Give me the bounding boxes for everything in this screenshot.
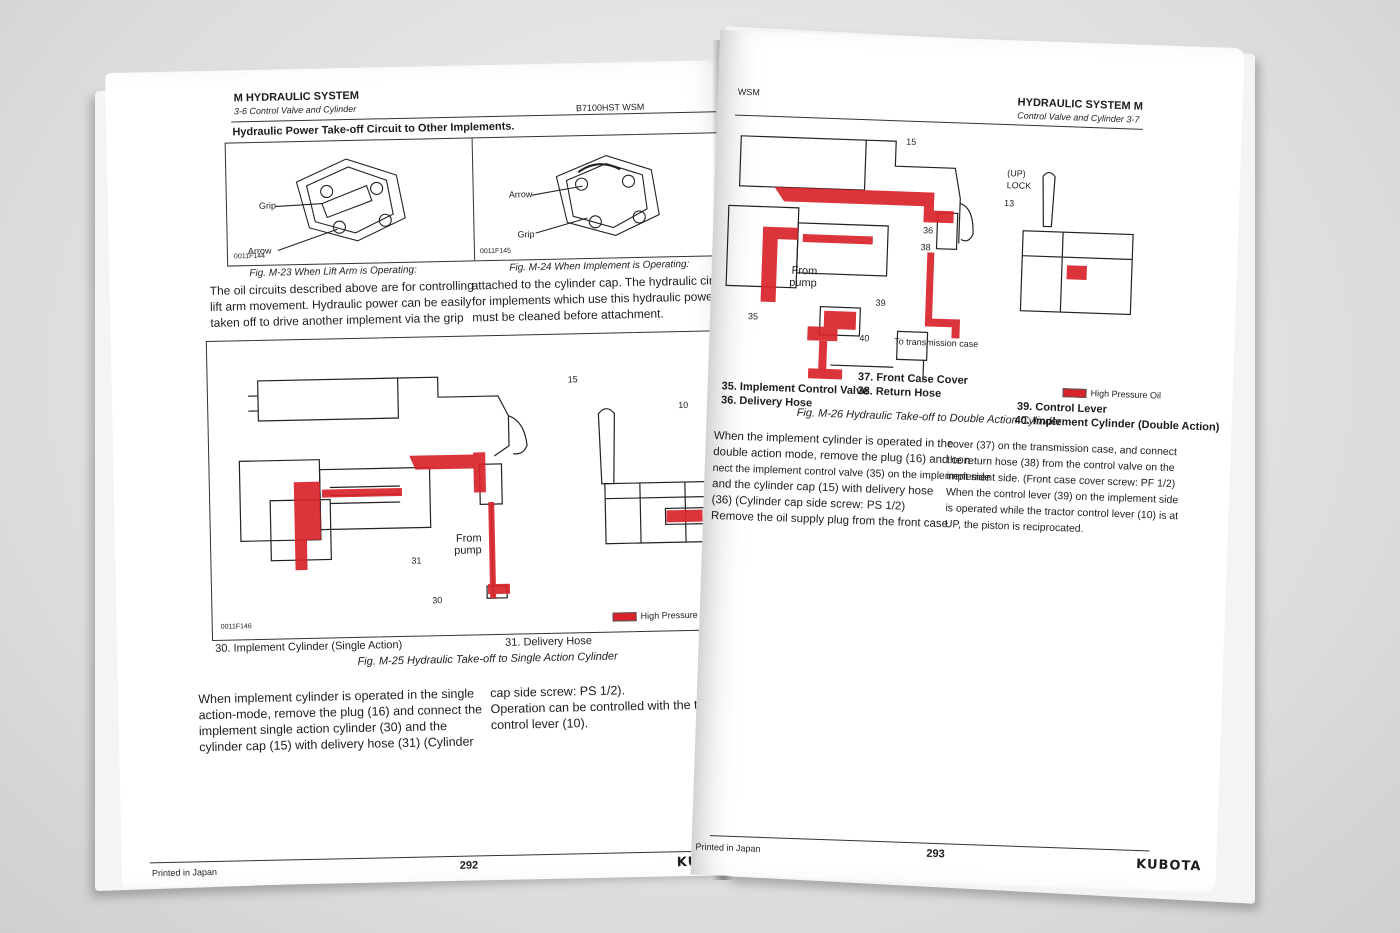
grip-diagram	[274, 155, 660, 252]
section-title: Hydraulic Power Take-off Circuit to Othe…	[232, 120, 515, 139]
m25-caption: Fig. M-25 Hydraulic Take-off to Single A…	[357, 650, 618, 668]
m23-label-grip: Grip	[258, 200, 277, 211]
m24-code: 0011F145	[479, 247, 512, 256]
m26-callout-15: 15	[906, 136, 917, 147]
m26-callout-36: 36	[922, 225, 934, 236]
m26-callout-35: 35	[747, 311, 759, 322]
m25-legend: High Pressure Oil	[612, 610, 712, 622]
para1-col2: attached to the cylinder cap. The hydrau…	[471, 272, 732, 325]
fig-m23-m24-box: Grip Arrow 0011F144 Arrow Grip 0011F145	[224, 132, 722, 267]
high-pressure-oil-swatch-2	[1062, 388, 1087, 399]
m25-callout-31: 31	[411, 555, 422, 566]
right-page: WSM HYDRAULIC SYSTEM M Control Valve and…	[690, 30, 1245, 893]
m26-callout-13: 13	[1003, 198, 1015, 209]
double-action-diagram	[725, 135, 1134, 381]
right-kubota-logo: KUBOTA	[1135, 857, 1202, 875]
m26-legend: High Pressure Oil	[1062, 387, 1161, 401]
left-header-section: M HYDRAULIC SYSTEM	[233, 89, 360, 105]
m25-callout-15: 15	[567, 374, 578, 385]
para1-col1: The oil circuits described above are for…	[210, 277, 475, 331]
m26-callout-38: 38	[920, 242, 931, 253]
m26-from-label: From	[791, 264, 818, 278]
single-action-diagram	[238, 376, 748, 599]
m26-callout-40: 40	[859, 333, 870, 344]
m24-label-arrow: Arrow	[508, 189, 533, 200]
right-page-number: 293	[926, 847, 945, 861]
right-para-col2: cover (37) on the transmission case, and…	[945, 436, 1181, 540]
m26-part-39: 39. Control Lever	[1016, 400, 1108, 416]
m23-caption: Fig. M-23 When Lift Arm is Operating:	[249, 264, 417, 280]
left-page: M HYDRAULIC SYSTEM 3-6 Control Valve and…	[105, 60, 748, 888]
m25-from-label: From	[455, 532, 482, 545]
left-header-code: B7100HST WSM	[575, 101, 645, 114]
right-header-code: WSM	[737, 86, 761, 98]
left-page-number: 292	[459, 859, 479, 872]
m25-callout-30: 30	[432, 595, 443, 606]
m26-part-37: 37. Front Case Cover	[857, 371, 969, 387]
m24-label-grip: Grip	[517, 229, 535, 240]
fig-m25-box: 15 10 31 30 From pump 0011F146 High Pres…	[205, 330, 748, 641]
left-header-subsection: 3-6 Control Valve and Cylinder	[233, 103, 357, 117]
left-footer-printed: Printed in Japan	[151, 866, 218, 879]
m26-part-38: 38. Return Hose	[857, 385, 942, 400]
m26-up-label: (UP)	[1007, 168, 1026, 179]
m25-part-31: 31. Delivery Hose	[505, 635, 593, 649]
m23-code: 0011F144	[233, 252, 266, 261]
m26-pump-label: pump	[789, 276, 817, 290]
right-header-subsection: Control Valve and Cylinder 3-7	[1017, 110, 1140, 125]
high-pressure-oil-swatch	[612, 612, 637, 622]
m26-legend-text: High Pressure Oil	[1090, 388, 1162, 401]
para2-col2: cap side screw: PS 1/2). Operation can b…	[490, 680, 730, 733]
left-footer-rule	[149, 850, 710, 864]
m25-pump-label: pump	[454, 544, 482, 557]
m25-code: 0011F146	[220, 623, 252, 631]
m26-lock-label: LOCK	[1006, 180, 1032, 191]
m25-part-30: 30. Implement Cylinder (Single Action)	[215, 638, 403, 655]
m24-caption: Fig. M-24 When Implement is Operating:	[509, 258, 690, 274]
m25-callout-10: 10	[678, 399, 689, 411]
para2-col1: When implement cylinder is operated in t…	[198, 685, 483, 755]
m26-callout-39: 39	[875, 297, 886, 308]
right-footer-printed: Printed in Japan	[695, 841, 761, 854]
